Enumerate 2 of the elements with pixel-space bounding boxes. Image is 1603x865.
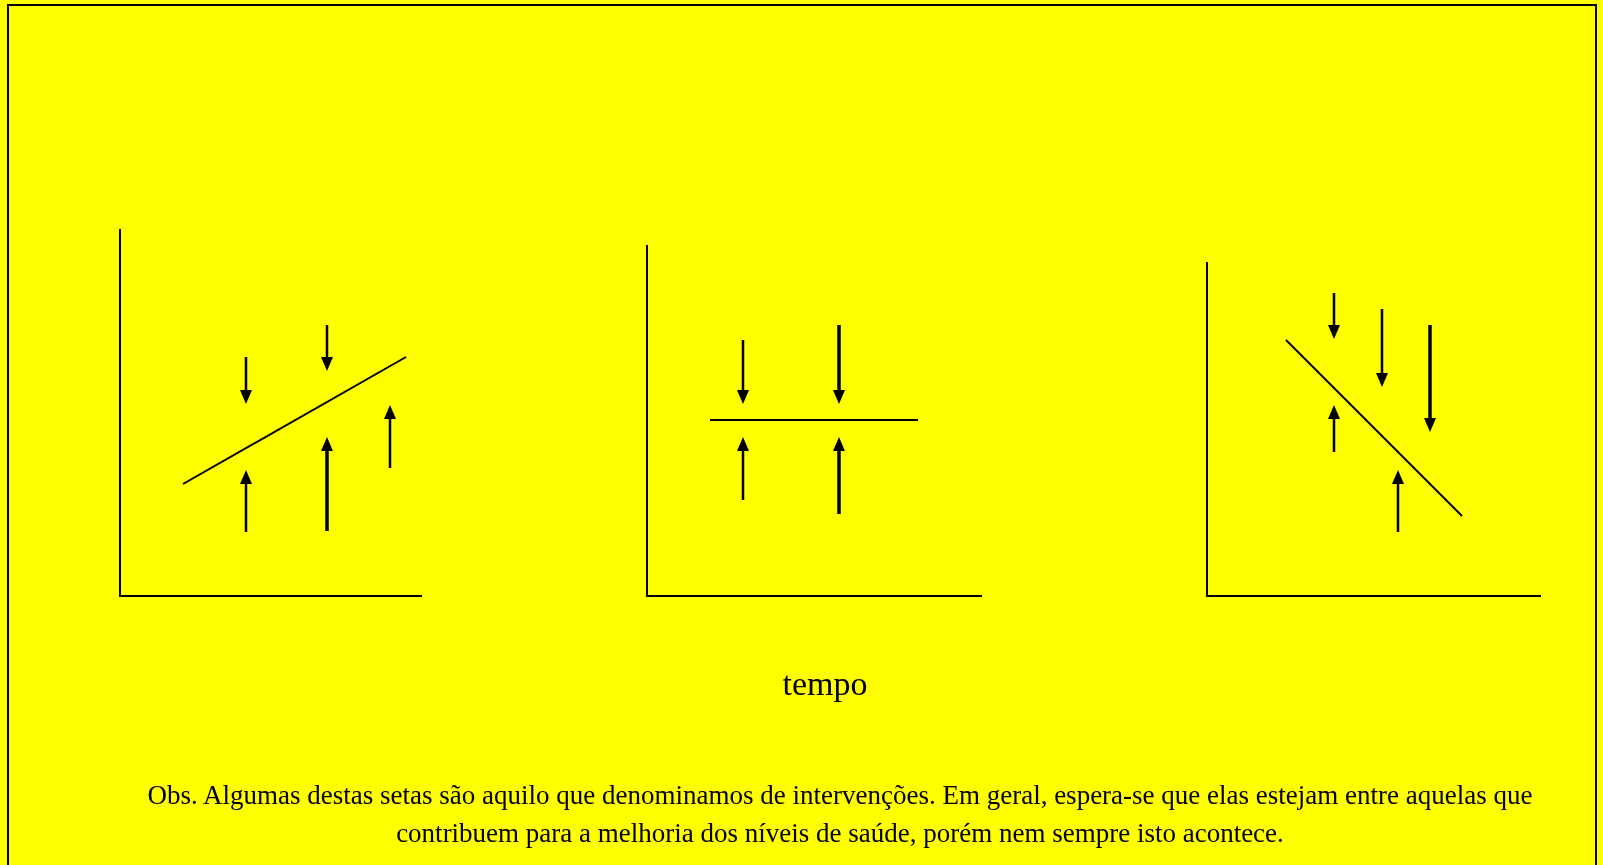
note-text: Obs. Algumas destas setas são aquilo que denominamos de intervenções. Em geral, espera-se que elas estejam entre aquelas que contribuem para a melhoria dos níveis de saúde, porém nem sempre isto acontece. xyxy=(146,779,1534,850)
axis-label: tempo xyxy=(781,664,869,704)
